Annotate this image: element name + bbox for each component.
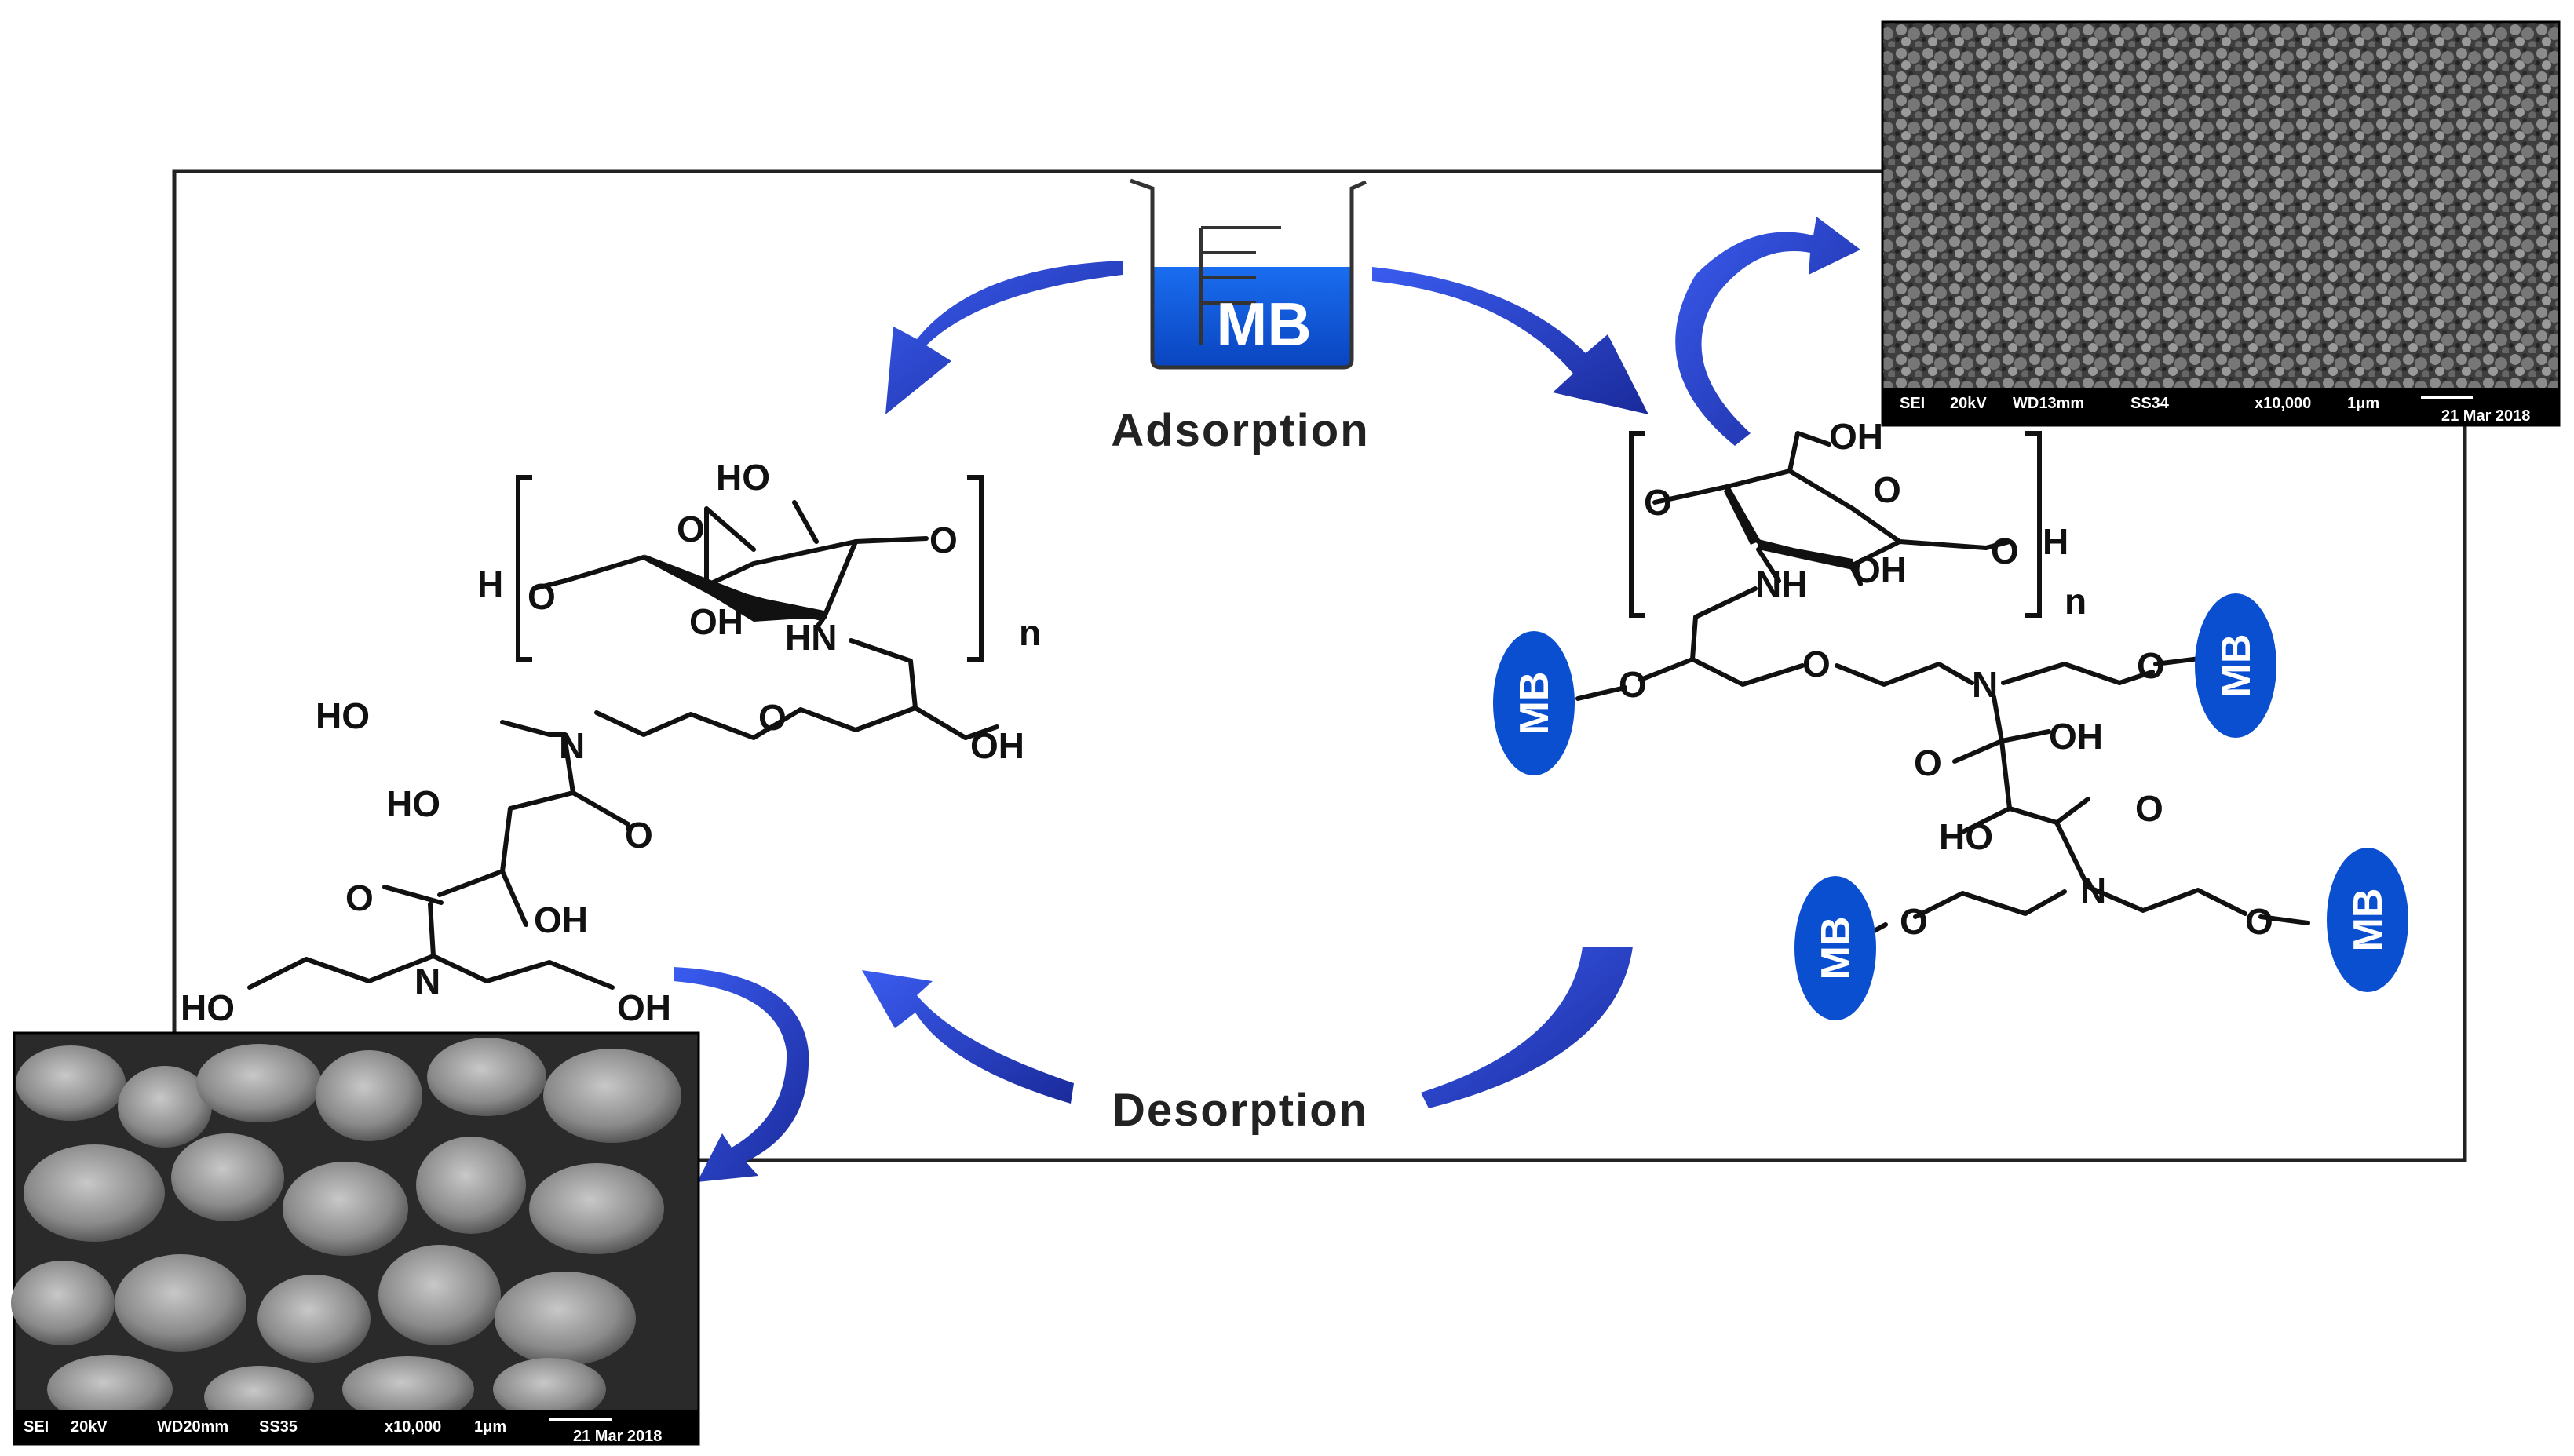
sem-top-caption-3: SS34 xyxy=(2130,395,2170,412)
mb-dye-4: MB xyxy=(2327,848,2408,992)
adsorption-label: Adsorption xyxy=(1111,405,1369,456)
left-chain-o: O xyxy=(758,697,787,738)
right-label-oh-ring: OH xyxy=(1853,549,1907,590)
sem-image-bottom: SEI 20kV WD20mm SS35 x10,000 1μm 21 Mar … xyxy=(11,1031,700,1446)
right-chain-o-5: O xyxy=(2245,901,2273,942)
cycle-arrow-bottom-right xyxy=(1421,947,1633,1108)
sem-bottom-caption-3: SS35 xyxy=(259,1418,298,1436)
beaker-icon: MB xyxy=(1130,178,1367,370)
sem-top-caption-4: x10,000 xyxy=(2255,395,2311,412)
right-chain-ho: HO xyxy=(1939,816,1993,857)
left-chain-o-carbonyl-2: O xyxy=(345,878,374,918)
right-chain-o-carbonyl-1: O xyxy=(1914,743,1942,783)
left-chain-oh-2: OH xyxy=(534,900,588,940)
sem-top-caption-2: WD13mm xyxy=(2013,395,2084,412)
right-chain-o-1: O xyxy=(1619,664,1647,705)
sem-bottom-caption-5: 1μm xyxy=(474,1418,506,1436)
left-label-h: H xyxy=(477,564,503,604)
mb-dye-2-label: MB xyxy=(2214,634,2259,698)
left-chain-n-2: N xyxy=(414,961,440,1002)
mb-dye-1-label: MB xyxy=(1512,672,1557,735)
left-repeat-n: n xyxy=(1019,612,1041,653)
right-label-o-right: O xyxy=(1991,531,2019,571)
left-chain-oh-1: OH xyxy=(970,725,1024,766)
left-label-o-right: O xyxy=(929,520,958,560)
left-chitosan-structure: HO O O H O OH HN n HO N O OH HO O O OH N… xyxy=(181,457,1041,1028)
right-chitosan-mb-structure: OH O O O H NH OH n O O N O O OH HO O N O… xyxy=(1493,416,2408,1020)
left-chain-oh-3: OH xyxy=(617,987,671,1028)
left-label-oh-ring: OH xyxy=(689,601,743,642)
sem-image-top: SEI 20kV WD13mm SS34 x10,000 1μm 21 Mar … xyxy=(1881,20,2561,427)
arrow-to-bottom-sem xyxy=(674,967,809,1182)
right-label-o-ring: O xyxy=(1873,469,1901,510)
left-chain-ho-1: HO xyxy=(316,695,370,736)
right-chain-oh: OH xyxy=(2049,716,2103,757)
mb-dye-2: MB xyxy=(2195,593,2276,738)
left-chain-ho-2: HO xyxy=(386,783,440,824)
sem-top-caption-5: 1μm xyxy=(2347,395,2379,412)
desorption-label: Desorption xyxy=(1112,1085,1368,1136)
mb-dye-4-label: MB xyxy=(2346,889,2391,952)
sem-bottom-caption-0: SEI xyxy=(24,1418,49,1436)
left-chain-o-carbonyl-1: O xyxy=(625,815,653,856)
cycle-frame xyxy=(172,169,2467,1162)
sem-top-caption-1: 20kV xyxy=(1950,395,1987,412)
mb-dye-3-label: MB xyxy=(1813,917,1859,980)
right-chain-o-carbonyl-2: O xyxy=(2135,788,2163,829)
cycle-arrow-top-right xyxy=(1372,267,1648,414)
left-chain-ho-3: HO xyxy=(181,987,235,1028)
right-label-h: H xyxy=(2043,521,2068,562)
cycle-arrow-top-left xyxy=(885,261,1123,414)
arrow-to-top-sem xyxy=(1675,217,1860,446)
mb-dye-3: MB xyxy=(1794,876,1876,1020)
mb-dye-1: MB xyxy=(1493,631,1575,775)
left-label-hn: HN xyxy=(785,617,837,658)
cycle-arrow-bottom-left xyxy=(862,970,1074,1104)
right-chain-o-4: O xyxy=(1900,901,1928,942)
sem-bottom-caption-4: x10,000 xyxy=(385,1418,441,1436)
right-label-o-left: O xyxy=(1644,482,1672,523)
left-label-ho-top: HO xyxy=(716,457,770,498)
sem-top-caption-0: SEI xyxy=(1900,395,1925,412)
right-repeat-n: n xyxy=(2065,581,2087,622)
sem-bottom-caption-1: 20kV xyxy=(71,1418,108,1436)
beaker-mb-label: MB xyxy=(1216,290,1311,359)
left-label-o-left: O xyxy=(528,576,556,617)
left-chain-n-1: N xyxy=(559,725,585,766)
right-label-nh: NH xyxy=(1755,564,1807,604)
sem-top-caption-6: 21 Mar 2018 xyxy=(2441,407,2530,425)
right-chain-o-2: O xyxy=(1802,644,1831,684)
sem-bottom-caption-2: WD20mm xyxy=(157,1418,228,1436)
right-chain-o-3: O xyxy=(2137,645,2165,686)
right-chain-n-1: N xyxy=(1972,664,1998,705)
sem-bottom-caption-6: 21 Mar 2018 xyxy=(573,1428,662,1445)
right-chain-n-2: N xyxy=(2080,870,2106,910)
right-label-oh-top: OH xyxy=(1829,416,1883,457)
left-label-o-ring: O xyxy=(677,509,705,549)
